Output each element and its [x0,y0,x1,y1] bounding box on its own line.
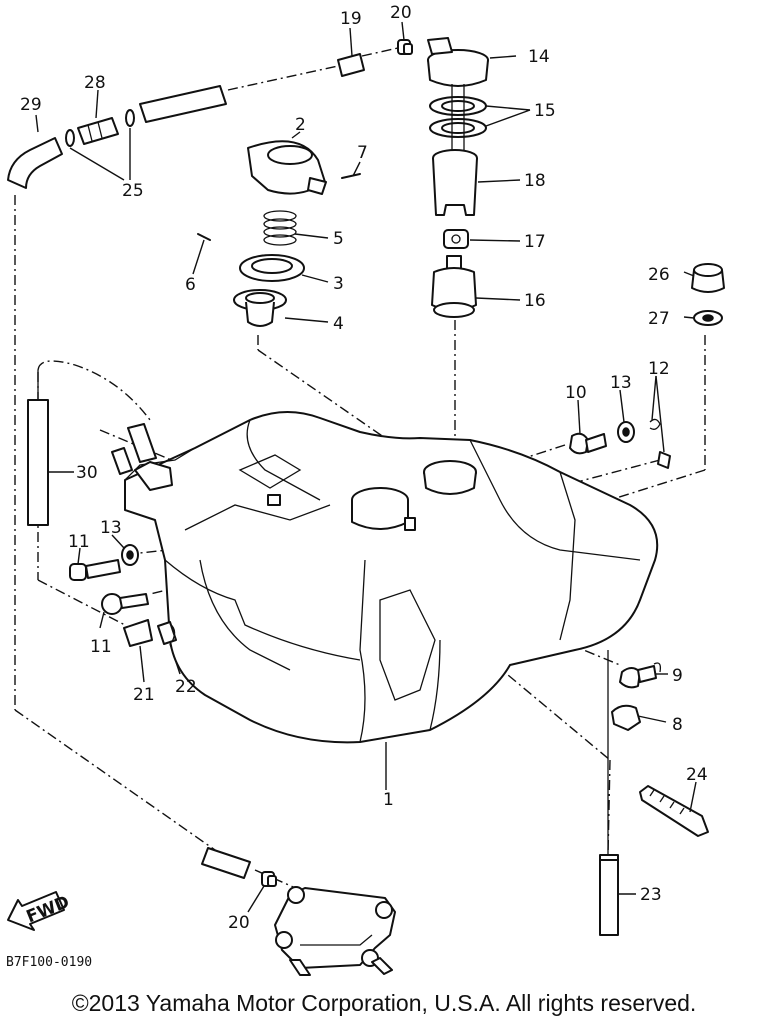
label-part-26: 26 [648,265,670,285]
part-number-labels: 1 2 3 4 5 6 7 8 9 10 11 11 12 13 13 14 1… [20,3,708,933]
strap-24 [639,785,709,837]
label-part-30: 30 [76,463,98,483]
label-part-8: 8 [672,715,683,735]
label-part-11-lower: 11 [90,637,112,657]
label-part-23: 23 [640,885,662,905]
label-part-17: 17 [524,232,546,252]
hose-29 [7,137,63,189]
bolt-11-upper [69,559,121,581]
label-part-21: 21 [133,685,155,705]
label-part-5: 5 [333,229,344,249]
label-part-13-right: 13 [610,373,632,393]
label-part-14: 14 [528,47,550,67]
label-part-3: 3 [333,274,344,294]
label-part-16: 16 [524,291,546,311]
flange-4 [233,289,287,327]
label-part-9: 9 [672,666,683,686]
ring-3 [239,254,305,282]
label-part-20-top: 20 [390,3,412,23]
filter-16 [431,255,477,318]
exploded-view-drawing: FWD 1 2 3 4 5 6 7 8 9 10 11 11 12 13 13 … [7,3,725,976]
label-part-25: 25 [122,181,144,201]
label-part-28: 28 [84,73,106,93]
cylinder-18 [432,149,478,216]
hose-19 [337,53,365,77]
label-part-27: 27 [648,309,670,329]
fuel-pump [274,886,396,976]
label-part-15: 15 [534,101,556,121]
washer-13-left [121,544,139,566]
nut-17 [443,229,469,249]
hoses [7,53,619,936]
washers-15 [429,84,487,150]
label-part-18: 18 [524,171,546,191]
leader-lines [35,21,697,913]
washer-27 [693,310,723,326]
small-parts [65,37,725,976]
label-part-29: 29 [20,95,42,115]
hose-23 [599,854,619,936]
label-part-13-left: 13 [100,518,122,538]
diagram-code: B7F100-0190 [6,955,93,970]
label-part-6: 6 [185,275,196,295]
fitting-28 [77,117,119,145]
filler-cap-2 [247,140,327,195]
label-part-11-upper: 11 [68,532,90,552]
fuel-tank [124,410,659,744]
label-part-2: 2 [295,115,306,135]
clamp-22 [157,621,177,645]
hose-upper [139,85,227,123]
copyright-notice: ©2013 Yamaha Motor Corporation, U.S.A. A… [71,990,697,1016]
label-part-12: 12 [648,359,670,379]
hose-30 [27,399,49,526]
label-part-20-bottom: 20 [228,913,250,933]
bolt-11-lower [101,593,149,615]
washer-13-right [617,421,635,443]
clamp-20-top [397,39,413,55]
label-part-24: 24 [686,765,708,785]
label-part-10: 10 [565,383,587,403]
pump-top-14 [427,37,489,87]
hose-21 [123,619,153,647]
screw-10 [569,432,607,455]
label-part-1: 1 [383,790,394,810]
label-part-22: 22 [175,677,197,697]
label-part-7: 7 [357,143,368,163]
label-part-19: 19 [340,9,362,29]
label-part-4: 4 [333,314,344,334]
fwd-arrow-icon: FWD [7,891,72,931]
fitting-9 [619,662,662,689]
cap-26 [691,263,725,293]
cap-8 [611,704,641,731]
clamp-20-bottom [261,871,277,887]
spring-5 [263,210,297,246]
clip-12 [649,418,671,469]
